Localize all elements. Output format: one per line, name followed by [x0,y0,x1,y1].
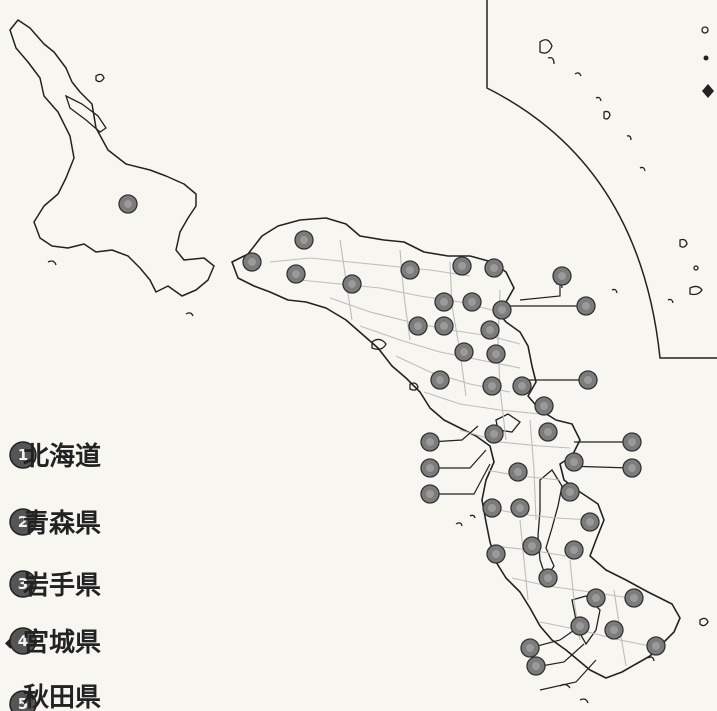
prefecture-marker-core [414,322,422,330]
prefecture-marker-core [628,464,636,472]
prefecture-marker-core [490,430,498,438]
prefecture-marker-core [492,550,500,558]
legend-number: 4 [18,632,28,650]
prefecture-marker-core [248,258,256,266]
prefecture-marker-core [426,464,434,472]
prefecture-marker-core [498,306,506,314]
prefecture-marker-core [426,438,434,446]
inset-filled-diamond [702,84,714,98]
prefecture-marker-core [486,326,494,334]
prefecture-marker-core [458,262,466,270]
prefecture-marker-core [468,298,476,306]
prefecture-marker-core [528,542,536,550]
prefecture-markers [118,194,666,676]
prefecture-marker-core [532,662,540,670]
prefecture-marker-core [586,518,594,526]
legend-number: 1 [18,446,28,464]
prefecture-marker-core [348,280,356,288]
prefecture-marker-core [406,266,414,274]
prefecture-marker-core [652,642,660,650]
minor-islands [371,282,709,704]
prefecture-marker-core [570,458,578,466]
hokkaido-outline [9,19,215,297]
prefecture-marker-core [292,270,300,278]
prefecture-marker-core [628,438,636,446]
legend-item-2: 2 青森県 [9,508,101,539]
prefecture-marker-core [610,626,618,634]
prefecture-marker-core [582,302,590,310]
prefecture-marker-core [492,350,500,358]
legend-item-3: 3 岩手県 [9,570,101,601]
legend-name: 宮城県 [23,627,101,658]
prefecture-marker-core [460,348,468,356]
legend-item-4: ◆ 4 宮城県 [5,627,101,658]
prefecture-marker-core [124,200,132,208]
northern-islands [47,73,194,317]
prefecture-marker-core [566,488,574,496]
leader-lines [429,276,631,691]
prefecture-marker-core [440,322,448,330]
legend-name: 青森県 [23,509,101,539]
inset-islands [539,26,709,304]
prefecture-marker-core [300,236,308,244]
prefecture-marker-core [488,504,496,512]
prefecture-marker-core [526,644,534,652]
legend-number: 5 [18,695,28,711]
prefecture-marker-core [544,428,552,436]
prefecture-marker-core [576,622,584,630]
prefecture-marker-core [488,382,496,390]
prefecture-marker-core [584,376,592,384]
prefecture-marker-core [544,574,552,582]
prefecture-marker-core [490,264,498,272]
prefecture-marker-core [570,546,578,554]
prefecture-marker-core [436,376,444,384]
prefecture-marker-core [540,402,548,410]
prefecture-marker-core [514,468,522,476]
legend-number: 3 [18,575,28,593]
inset-frame [486,0,717,359]
prefecture-marker-core [558,272,566,280]
prefecture-marker-core [516,504,524,512]
inset-dot [703,55,709,61]
legend-name: 岩手県 [22,571,101,601]
prefecture-marker-core [592,594,600,602]
honshu-outline [231,217,681,679]
prefecture-marker-core [518,382,526,390]
prefecture-marker-core [440,298,448,306]
prefecture-legend: 1 北海道 2 青森県 3 岩手県 ◆ 4 宮城県 5 秋田県 [5,441,101,711]
prefecture-marker-core [630,594,638,602]
legend-name: 秋田県 [23,683,101,711]
legend-item-1: 1 北海道 [9,441,101,472]
legend-name: 北海道 [23,441,101,472]
prefecture-marker-core [426,490,434,498]
legend-number: 2 [18,513,28,531]
legend-item-5: 5 秋田県 [9,683,101,711]
